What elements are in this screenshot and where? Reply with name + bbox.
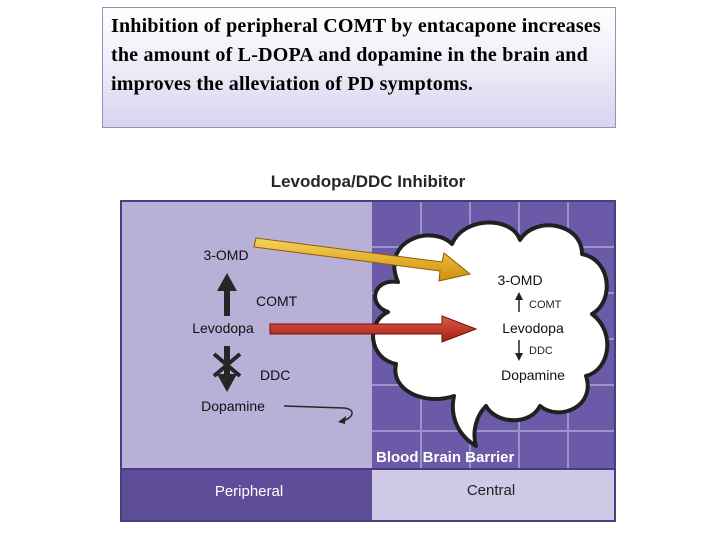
peripheral-levodopa-label: Levodopa [192,320,254,336]
footer-central-label: Central [467,482,515,499]
blood-brain-barrier-label: Blood Brain Barrier [376,449,515,466]
peripheral-region [122,202,372,468]
central-levodopa-label: Levodopa [502,320,564,336]
peripheral-dopamine-label: Dopamine [201,398,265,414]
brain-cloud [371,220,610,448]
comt-up-arrow [217,273,237,316]
central-pathway [515,292,523,361]
levodopa-diagram: 3-OMD COMT Levodopa DDC Dopamine 3-OMD C… [120,200,616,522]
ddc-block-mark [212,352,242,378]
footer-peripheral-bg [122,470,372,520]
central-comt-arrowhead [515,292,523,300]
central-dopamine-label: Dopamine [501,367,565,383]
central-ddc-label: DDC [529,345,553,357]
omd-transport-arrow [253,237,472,282]
peripheral-pathway [212,273,353,424]
peripheral-ddc-label: DDC [260,367,290,383]
footer-central-bg [372,470,614,520]
dopamine-curve-arrowhead [338,416,346,424]
caption-text: Inhibition of peripheral COMT by entacap… [111,15,601,95]
peripheral-omd-label: 3-OMD [203,247,248,263]
central-ddc-arrowhead [515,353,523,361]
ddc-down-arrow [217,346,237,392]
central-comt-label: COMT [529,299,562,311]
central-omd-label: 3-OMD [497,272,542,288]
diagram-title: Levodopa/DDC Inhibitor [270,172,466,191]
caption-box: Inhibition of peripheral COMT by entacap… [102,7,616,128]
footer-peripheral-label: Peripheral [215,483,283,500]
levodopa-transport-arrow [269,315,478,343]
peripheral-comt-label: COMT [256,293,298,309]
